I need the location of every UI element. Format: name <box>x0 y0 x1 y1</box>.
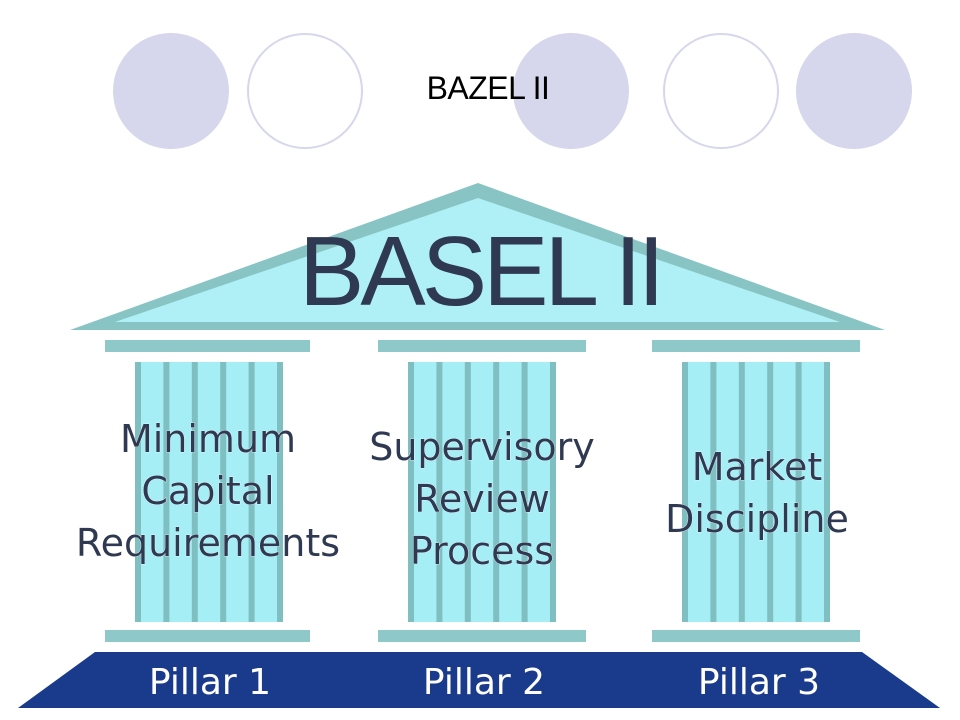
pillar-3-text-line: Discipline <box>665 497 849 541</box>
pillar-3-flute <box>688 362 711 622</box>
pillar-2-flute <box>442 362 465 622</box>
pillar-3-text-line: Market <box>692 445 823 489</box>
pillar-2-flute <box>499 362 522 622</box>
pillar-3-base-label: Pillar 3 <box>698 662 820 703</box>
pillar-1-flute <box>254 362 277 622</box>
decor-circle-3 <box>513 33 629 149</box>
roof-title: BASEL II <box>299 216 661 326</box>
decor-circle-2 <box>247 33 363 149</box>
pillar-1-text-line: Minimum <box>120 417 296 461</box>
pillar-2-flute <box>527 362 550 622</box>
pillar-1-flute <box>197 362 221 622</box>
temple-base <box>18 652 940 708</box>
base-labels: Pillar 1 Pillar 2 Pillar 3 <box>149 662 820 703</box>
pillar-3-flute <box>716 362 739 622</box>
pillar-1-flute <box>141 362 164 622</box>
pillar-1-flute <box>169 362 192 622</box>
pillar-2-text-line: Supervisory <box>369 425 595 469</box>
pillar-1-text-line: Requirements <box>76 521 340 565</box>
pillar-1-text-line: Capital <box>141 469 274 513</box>
pillar-2-top-cap <box>378 340 586 352</box>
roof-inner <box>115 198 840 322</box>
pillar-2-text-line: Review <box>414 477 550 521</box>
decor-circle-4 <box>663 33 779 149</box>
pillar-2-base-label: Pillar 2 <box>423 662 545 703</box>
pillar-1-flute <box>226 362 249 622</box>
pillar-3-flute <box>744 362 768 622</box>
pillar-2-bottom-cap <box>378 630 586 642</box>
pillar-2-text-line: Process <box>410 529 554 573</box>
slide-title: BAZEL II <box>426 70 550 106</box>
pillar-1-top-cap <box>105 340 310 352</box>
pillar-3-top-cap <box>652 340 860 352</box>
pillar-2-flute <box>470 362 494 622</box>
pillar-3-flute <box>773 362 796 622</box>
pillar-3-bottom-cap <box>652 630 860 642</box>
pillar-1-bottom-cap <box>105 630 310 642</box>
decor-circle-5 <box>796 33 912 149</box>
pillar-3-flute <box>801 362 824 622</box>
pillar-1-base-label: Pillar 1 <box>149 662 271 703</box>
decor-circle-1 <box>113 33 229 149</box>
pillar-2-flute <box>414 362 437 622</box>
